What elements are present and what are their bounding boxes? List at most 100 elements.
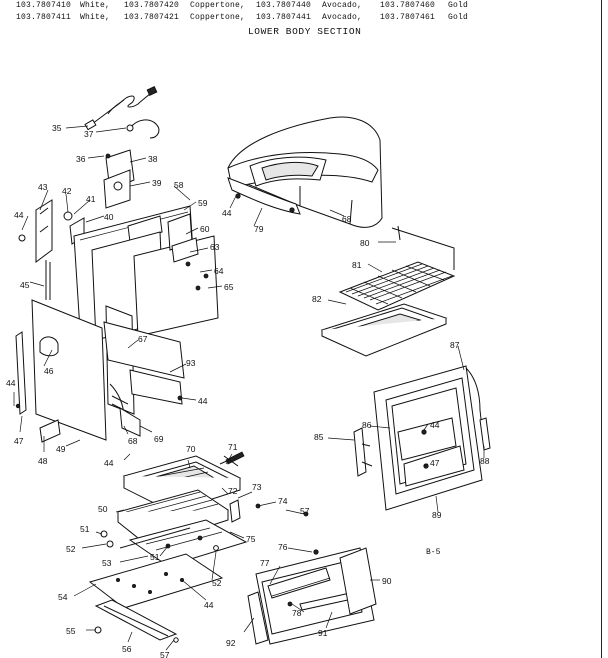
bottom-panel xyxy=(88,553,224,609)
callout-56: 56 xyxy=(122,644,132,654)
cooktop-body xyxy=(227,116,383,228)
callout-85: 85 xyxy=(314,432,324,442)
callout-52-a: 52 xyxy=(66,544,76,554)
model-color: Gold xyxy=(448,13,469,22)
page-code: B-5 xyxy=(426,548,441,557)
callout-74: 74 xyxy=(278,496,288,506)
broiler-pan xyxy=(320,303,448,357)
callout-39: 39 xyxy=(152,178,162,188)
callout-52-b: 52 xyxy=(212,578,222,588)
callout-50: 50 xyxy=(98,504,108,514)
leader-lines xyxy=(13,125,485,651)
callout-49: 49 xyxy=(56,444,66,454)
oven-liner-side xyxy=(103,305,185,437)
callout-46: 46 xyxy=(44,366,54,376)
callout-40: 40 xyxy=(104,212,114,222)
heat-shield xyxy=(18,199,85,263)
section-title: LOWER BODY SECTION xyxy=(248,26,362,37)
callout-77: 77 xyxy=(260,558,270,568)
base-rail xyxy=(39,419,61,443)
callout-44-c: 44 xyxy=(6,378,16,388)
model-number: 103.7807440 xyxy=(256,1,312,10)
callout-92: 92 xyxy=(226,638,236,648)
oven-rack xyxy=(338,261,456,311)
model-number: 103.7807460 xyxy=(380,1,436,10)
model-number: 103.7807461 xyxy=(380,13,436,22)
callout-67: 67 xyxy=(138,334,148,344)
callout-44-b: 44 xyxy=(198,396,208,406)
callout-44-e: 44 xyxy=(204,600,214,610)
left-strip xyxy=(15,331,27,415)
callout-57-b: 57 xyxy=(300,506,310,516)
callout-63: 63 xyxy=(210,242,220,252)
front-bracket xyxy=(94,599,179,643)
callout-41: 41 xyxy=(86,194,96,204)
callout-70: 70 xyxy=(186,444,196,454)
left-side-panel xyxy=(31,260,107,441)
callout-57-a: 57 xyxy=(160,650,170,658)
callout-47-b: 47 xyxy=(430,458,440,468)
callout-48: 48 xyxy=(38,456,48,466)
callout-51-a: 51 xyxy=(80,524,90,534)
callout-71: 71 xyxy=(228,442,238,452)
callout-47-a: 47 xyxy=(14,436,24,446)
callout-43: 43 xyxy=(38,182,48,192)
model-color: White, xyxy=(80,13,111,22)
callout-89: 89 xyxy=(432,510,442,520)
callout-44-g: 44 xyxy=(430,420,440,430)
callout-76: 76 xyxy=(278,542,288,552)
oven-door xyxy=(373,365,483,511)
cooktop-front-trim xyxy=(227,177,301,215)
callout-37: 37 xyxy=(84,129,94,139)
model-number: 103.7807410 xyxy=(16,1,72,10)
callout-93: 93 xyxy=(186,358,196,368)
callout-72: 72 xyxy=(228,486,238,496)
callout-53: 53 xyxy=(102,558,112,568)
terminal-block-bracket xyxy=(103,149,135,209)
callout-73: 73 xyxy=(252,482,262,492)
cord-clamp xyxy=(126,119,160,139)
callout-44-f: 44 xyxy=(222,208,232,218)
callout-60: 60 xyxy=(200,224,210,234)
model-number: 103.7807411 xyxy=(16,13,72,22)
callout-68-b: 68 xyxy=(342,214,352,224)
callout-78: 78 xyxy=(292,608,302,618)
callout-80: 80 xyxy=(360,238,370,248)
callout-68-a: 68 xyxy=(128,436,138,446)
model-number: 103.7807441 xyxy=(256,13,312,22)
model-color: Coppertone, xyxy=(190,13,246,22)
callout-58: 58 xyxy=(174,180,184,190)
drawer-panel xyxy=(339,547,377,615)
callout-55: 55 xyxy=(66,626,76,636)
callout-labels: 35 37 36 38 39 58 43 42 41 40 59 60 63 6… xyxy=(6,123,490,658)
model-number: 103.7807421 xyxy=(124,13,180,22)
callout-81: 81 xyxy=(352,260,362,270)
burner-valve xyxy=(223,455,261,523)
model-color: Avocado, xyxy=(322,1,363,10)
callout-64: 64 xyxy=(214,266,224,276)
callout-65: 65 xyxy=(224,282,234,292)
callout-38: 38 xyxy=(148,154,158,164)
callout-90: 90 xyxy=(382,576,392,586)
model-color: White, xyxy=(80,1,111,10)
callout-59: 59 xyxy=(198,198,208,208)
callout-69: 69 xyxy=(154,434,164,444)
callout-54: 54 xyxy=(58,592,68,602)
model-color: Coppertone, xyxy=(190,1,246,10)
callout-45: 45 xyxy=(20,280,30,290)
callout-82: 82 xyxy=(312,294,322,304)
rack-guide xyxy=(391,225,455,270)
power-cord xyxy=(84,86,158,131)
model-color: Avocado, xyxy=(322,13,363,22)
door-hinge-left xyxy=(353,427,373,477)
callout-42: 42 xyxy=(62,186,72,196)
callout-44-d: 44 xyxy=(104,458,114,468)
callout-86: 86 xyxy=(362,420,372,430)
callout-75: 75 xyxy=(246,534,256,544)
callout-35: 35 xyxy=(52,123,62,133)
model-number: 103.7807420 xyxy=(124,1,180,10)
callout-51-b: 51 xyxy=(150,552,160,562)
callout-44-a: 44 xyxy=(14,210,24,220)
